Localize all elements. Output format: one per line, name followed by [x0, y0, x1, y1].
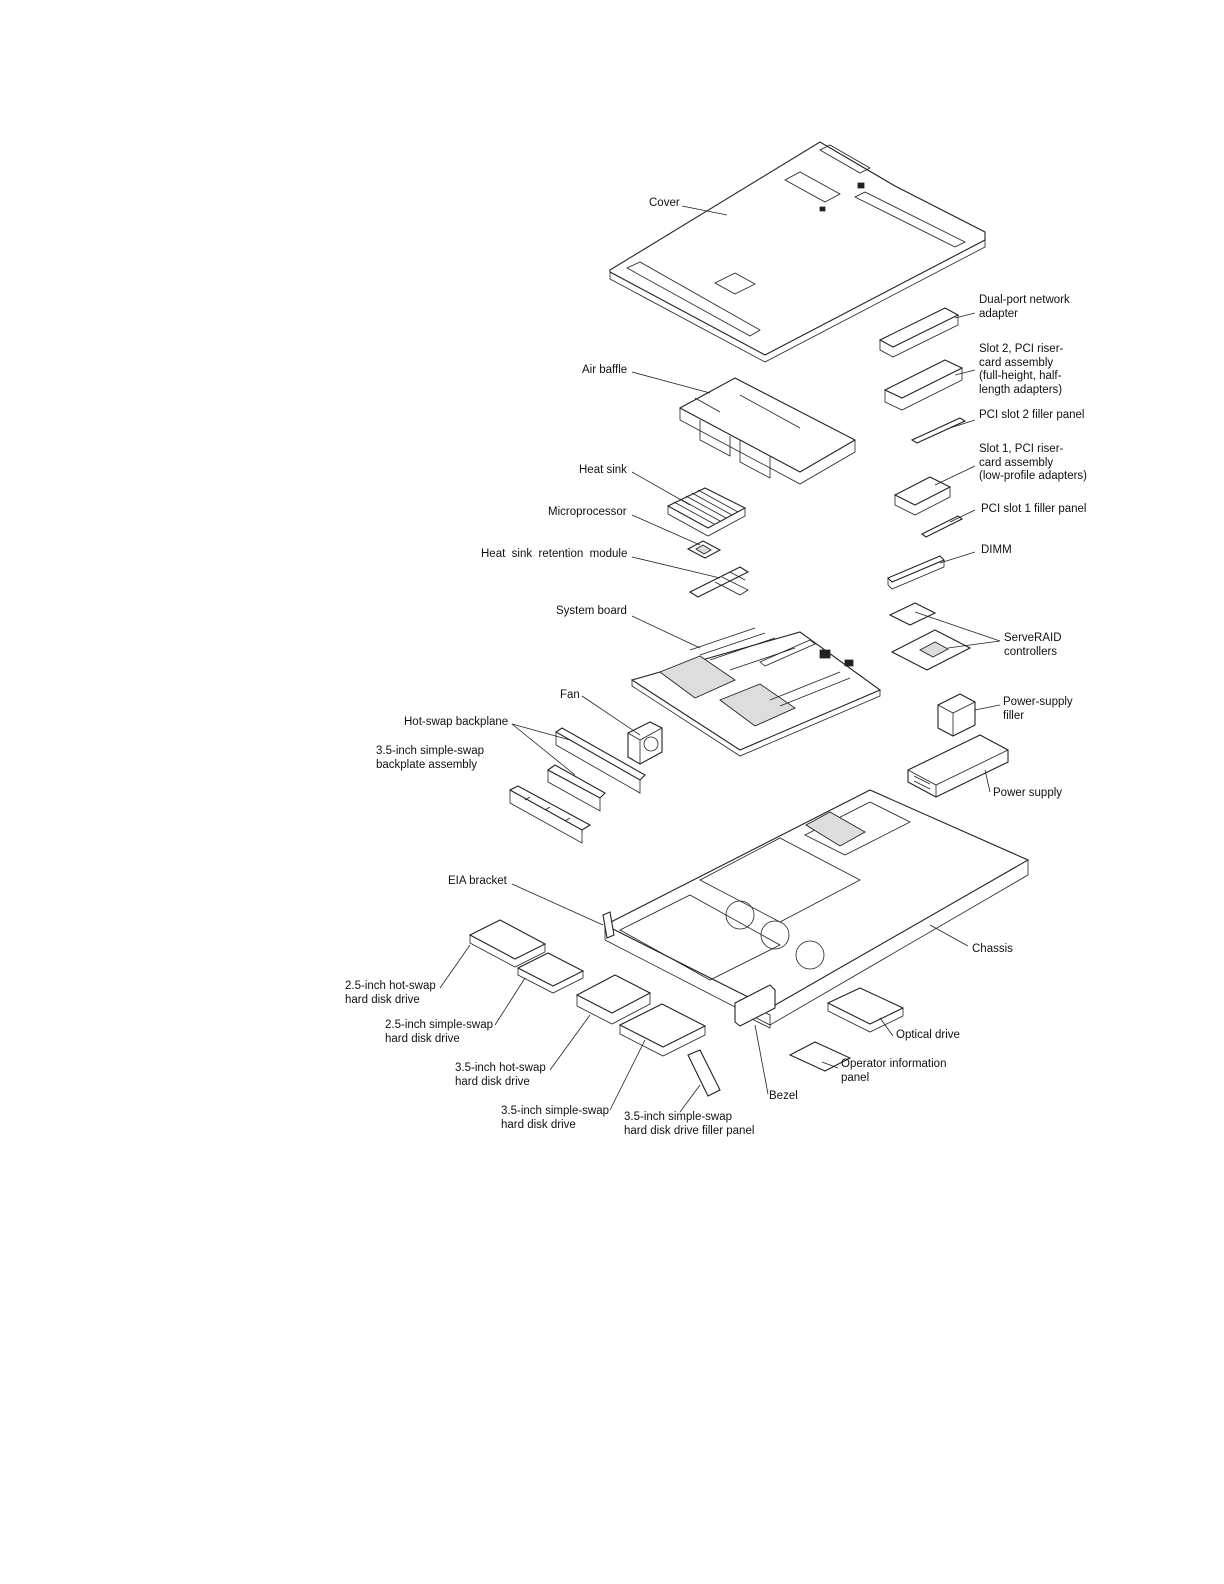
bezel-part [734, 984, 776, 1027]
label-fan: Fan [560, 689, 580, 701]
network-adapter-part [878, 307, 960, 358]
label-bezel: Bezel [769, 1090, 798, 1102]
label-hdd-35-simple-swap: 3.5-inch simple-swap hard disk drive [501, 1105, 610, 1131]
retention-module-part [688, 566, 750, 598]
power-supply-filler-part [937, 693, 976, 737]
label-hdd-25-simple-swap: 2.5-inch simple-swap hard disk drive [385, 1019, 494, 1045]
hdd-25-simple-swap-part [516, 952, 585, 994]
operator-info-panel-part [788, 1041, 852, 1072]
label-optical-drive: Optical drive [896, 1029, 960, 1041]
heat-sink-part [666, 487, 747, 537]
label-heat-sink-retention-module: Heat sink retention module [481, 548, 628, 560]
hdd-35-filler-panel-part [687, 1049, 721, 1097]
label-cover: Cover [649, 197, 680, 209]
hdd-35-simple-swap-part [618, 1003, 707, 1057]
hdd-35-hot-swap-part [575, 974, 652, 1025]
fan-part [627, 721, 663, 765]
label-eia-bracket: EIA bracket [448, 875, 507, 887]
label-power-supply: Power supply [993, 787, 1063, 799]
label-slot2-riser: Slot 2, PCI riser- card assembly (full-h… [979, 343, 1064, 396]
pci-slot2-filler-part [910, 417, 967, 444]
system-board-part [630, 627, 882, 757]
chassis-part [603, 789, 1030, 1029]
power-supply-part [907, 734, 1009, 798]
label-pci-slot1-filler: PCI slot 1 filler panel [981, 503, 1087, 515]
air-baffle-part [678, 377, 857, 485]
label-hdd-25-hot-swap: 2.5-inch hot-swap hard disk drive [345, 980, 436, 1006]
slot1-riser-part [893, 476, 952, 516]
label-heat-sink: Heat sink [579, 464, 627, 476]
backplate-assembly-part [508, 785, 592, 844]
label-slot1-riser: Slot 1, PCI riser- card assembly (low-pr… [979, 443, 1088, 482]
label-air-baffle: Air baffle [582, 364, 628, 376]
label-hdd-35-filler-panel: 3.5-inch simple-swap hard disk drive fil… [624, 1111, 755, 1137]
label-dual-port-network-adapter: Dual-port network adapter [979, 294, 1070, 320]
label-pci-slot2-filler: PCI slot 2 filler panel [979, 409, 1085, 421]
label-serveraid-controllers: ServeRAID controllers [1004, 632, 1062, 658]
label-backplate-assembly: 3.5-inch simple-swap backplate assembly [376, 745, 485, 771]
label-hdd-35-hot-swap: 3.5-inch hot-swap hard disk drive [455, 1062, 546, 1088]
microprocessor-part [686, 540, 722, 559]
label-operator-info-panel: Operator information panel [841, 1058, 947, 1084]
eia-bracket-part [602, 911, 615, 939]
label-system-board: System board [556, 605, 627, 617]
label-microprocessor: Microprocessor [548, 506, 627, 518]
slot2-riser-part [883, 359, 964, 411]
label-chassis: Chassis [972, 943, 1013, 955]
cover-part [609, 141, 986, 363]
label-hot-swap-backplane: Hot-swap backplane [404, 716, 509, 728]
leader-lines [439, 205, 1001, 1113]
dimm-part [887, 555, 945, 590]
label-dimm: DIMM [981, 544, 1012, 556]
hdd-25-hot-swap-part [468, 919, 547, 968]
serveraid-controllers-part [888, 602, 972, 671]
optical-drive-part [826, 987, 905, 1033]
label-power-supply-filler: Power-supply filler [1003, 696, 1073, 722]
hot-swap-backplane-part [546, 727, 646, 812]
